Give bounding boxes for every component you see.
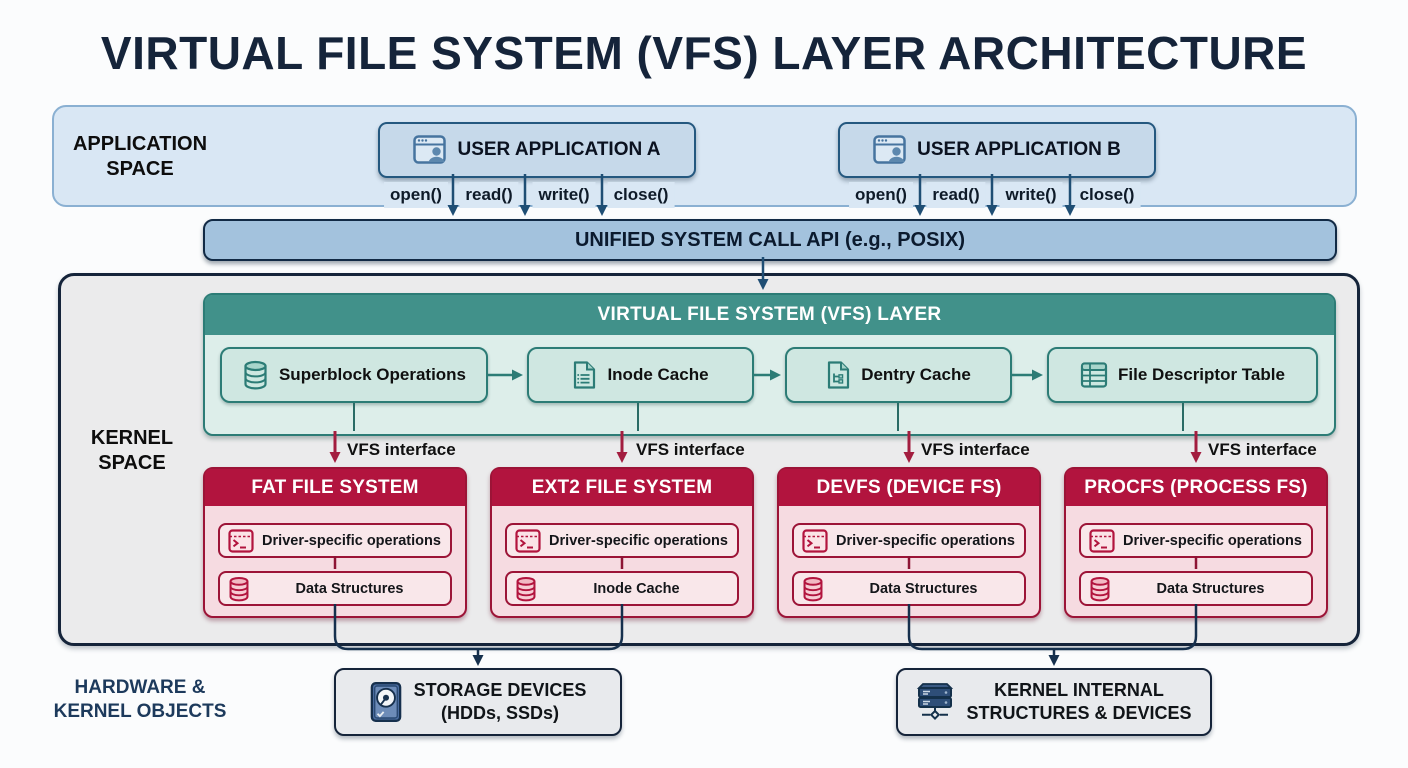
terminal-icon xyxy=(1089,528,1115,553)
fs-item-data-structures: Data Structures xyxy=(792,571,1026,606)
syscall-label-open-b: open() xyxy=(849,182,913,208)
vfs-component-label: File Descriptor Table xyxy=(1118,365,1285,384)
fs-item-driver-ops: Driver-specific operations xyxy=(792,523,1026,558)
fs-item-label: Data Structures xyxy=(295,580,404,597)
fs-item-driver-ops: Driver-specific operations xyxy=(505,523,739,558)
terminal-icon xyxy=(802,528,828,553)
fat-filesystem-box: FAT FILE SYSTEM Driver-specific operatio… xyxy=(203,467,467,618)
table-icon xyxy=(1080,362,1108,388)
fs-item-driver-ops: Driver-specific operations xyxy=(218,523,452,558)
unified-syscall-api-label: UNIFIED SYSTEM CALL API (e.g., POSIX) xyxy=(574,228,966,251)
syscall-label-close-b: close() xyxy=(1073,182,1141,208)
application-space-label: APPLICATION SPACE xyxy=(72,133,208,180)
vfs-layer-header: VIRTUAL FILE SYSTEM (VFS) LAYER xyxy=(205,295,1334,335)
ext2-filesystem-box: EXT2 FILE SYSTEM Driver-specific operati… xyxy=(490,467,754,618)
fat-filesystem-header: FAT FILE SYSTEM xyxy=(205,469,465,506)
app-window-icon xyxy=(413,135,447,164)
database-icon xyxy=(516,576,536,601)
syscall-label-write-b: write() xyxy=(999,182,1063,208)
fs-item-label: Driver-specific operations xyxy=(836,532,1015,549)
vfs-component-superblock: Superblock Operations xyxy=(220,347,488,403)
vfs-component-file-descriptor-table: File Descriptor Table xyxy=(1047,347,1318,403)
document-list-icon xyxy=(574,361,596,389)
ext2-filesystem-header: EXT2 FILE SYSTEM xyxy=(492,469,752,506)
devfs-filesystem-header: DEVFS (DEVICE FS) xyxy=(779,469,1039,506)
hardware-kernel-objects-label: HARDWARE & KERNEL OBJECTS xyxy=(53,677,227,722)
application-space-panel xyxy=(52,105,1357,207)
unified-syscall-api-bar: UNIFIED SYSTEM CALL API (e.g., POSIX) xyxy=(203,219,1337,261)
storage-devices-label: STORAGE DEVICES (HDDs, SSDs) xyxy=(413,679,587,723)
vfs-interface-label: VFS interface xyxy=(1208,440,1317,459)
fs-item-label: Inode Cache xyxy=(593,580,680,597)
kernel-internal-structures-label: KERNEL INTERNAL STRUCTURES & DEVICES xyxy=(966,679,1192,723)
storage-devices-box: STORAGE DEVICES (HDDs, SSDs) xyxy=(334,668,622,736)
vfs-component-inode-cache: Inode Cache xyxy=(527,347,754,403)
database-icon xyxy=(803,576,823,601)
user-application-a-box: USER APPLICATION A xyxy=(378,122,696,178)
hard-drive-icon xyxy=(370,682,401,722)
fs-item-label: Driver-specific operations xyxy=(262,532,441,549)
kernel-space-label: KERNEL SPACE xyxy=(90,427,174,474)
procfs-filesystem-box: PROCFS (PROCESS FS) Driver-specific oper… xyxy=(1064,467,1328,618)
fs-item-label: Driver-specific operations xyxy=(1123,532,1302,549)
fs-item-label: Data Structures xyxy=(869,580,978,597)
fs-item-inode-cache: Inode Cache xyxy=(505,571,739,606)
terminal-icon xyxy=(228,528,254,553)
vfs-component-label: Superblock Operations xyxy=(278,365,467,384)
vfs-component-label: Dentry Cache xyxy=(861,365,971,384)
syscall-label-read-b: read() xyxy=(926,182,986,208)
syscall-label-read-a: read() xyxy=(459,182,519,208)
page-title: VIRTUAL FILE SYSTEM (VFS) LAYER ARCHITEC… xyxy=(100,27,1308,79)
database-icon xyxy=(1090,576,1110,601)
database-icon xyxy=(244,360,267,390)
database-icon xyxy=(229,576,249,601)
fs-item-driver-ops: Driver-specific operations xyxy=(1079,523,1313,558)
vfs-interface-label: VFS interface xyxy=(347,440,456,459)
document-tree-icon xyxy=(828,361,850,389)
fs-item-label: Data Structures xyxy=(1156,580,1265,597)
terminal-icon xyxy=(515,528,541,553)
user-application-b-label: USER APPLICATION B xyxy=(917,139,1121,160)
syscall-label-close-a: close() xyxy=(607,182,675,208)
procfs-filesystem-header: PROCFS (PROCESS FS) xyxy=(1066,469,1326,506)
app-window-icon xyxy=(873,135,906,164)
syscall-label-open-a: open() xyxy=(384,182,448,208)
user-application-a-label: USER APPLICATION A xyxy=(457,139,661,160)
syscall-label-write-a: write() xyxy=(532,182,596,208)
server-icon xyxy=(917,683,954,721)
devfs-filesystem-box: DEVFS (DEVICE FS) Driver-specific operat… xyxy=(777,467,1041,618)
vfs-component-label: Inode Cache xyxy=(607,365,709,384)
fs-item-data-structures: Data Structures xyxy=(218,571,452,606)
fs-item-data-structures: Data Structures xyxy=(1079,571,1313,606)
vfs-component-dentry-cache: Dentry Cache xyxy=(785,347,1012,403)
fs-item-label: Driver-specific operations xyxy=(549,532,728,549)
kernel-internal-structures-box: KERNEL INTERNAL STRUCTURES & DEVICES xyxy=(896,668,1212,736)
vfs-interface-label: VFS interface xyxy=(921,440,1030,459)
user-application-b-box: USER APPLICATION B xyxy=(838,122,1156,178)
vfs-interface-label: VFS interface xyxy=(636,440,745,459)
